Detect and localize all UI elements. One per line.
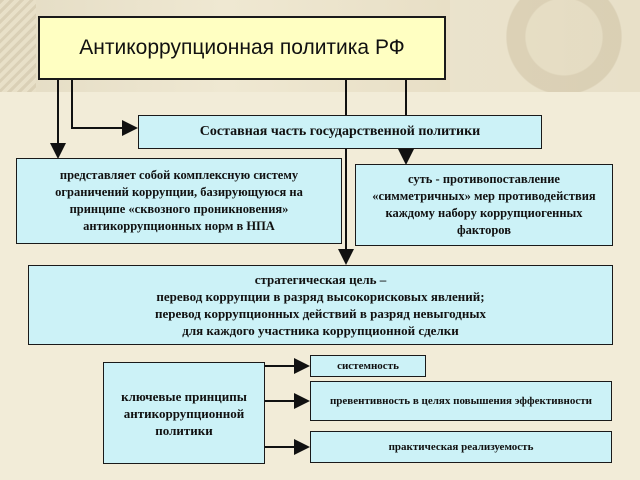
goal-line: стратегическая цель –	[254, 272, 387, 287]
goal-line: для каждого участника коррупционной сдел…	[182, 323, 459, 338]
component-box: Составная часть государственной политики	[138, 115, 542, 149]
system-description-box: представляет собой комплексную систему о…	[16, 158, 342, 244]
connector-title-to-component	[71, 80, 138, 136]
decorative-ornament-right	[450, 0, 640, 92]
essence-box: суть - противопоставление «симметричных»…	[355, 164, 613, 246]
diagram-title: Антикоррупционная политика РФ	[38, 16, 446, 80]
principle-preventive: превентивность в целях повышения эффекти…	[310, 381, 612, 421]
strategic-goal-box: стратегическая цель – перевод коррупции …	[28, 265, 613, 345]
goal-line: перевод коррупционных действий в разряд …	[154, 306, 486, 321]
key-principles-box: ключевые принципы антикоррупционной поли…	[103, 362, 265, 464]
decorative-ornament-left	[0, 0, 36, 92]
principle-practical: практическая реализуемость	[310, 431, 612, 463]
principle-systemic: системность	[310, 355, 426, 377]
goal-line: перевод коррупции в разряд высокорисковы…	[156, 289, 485, 304]
